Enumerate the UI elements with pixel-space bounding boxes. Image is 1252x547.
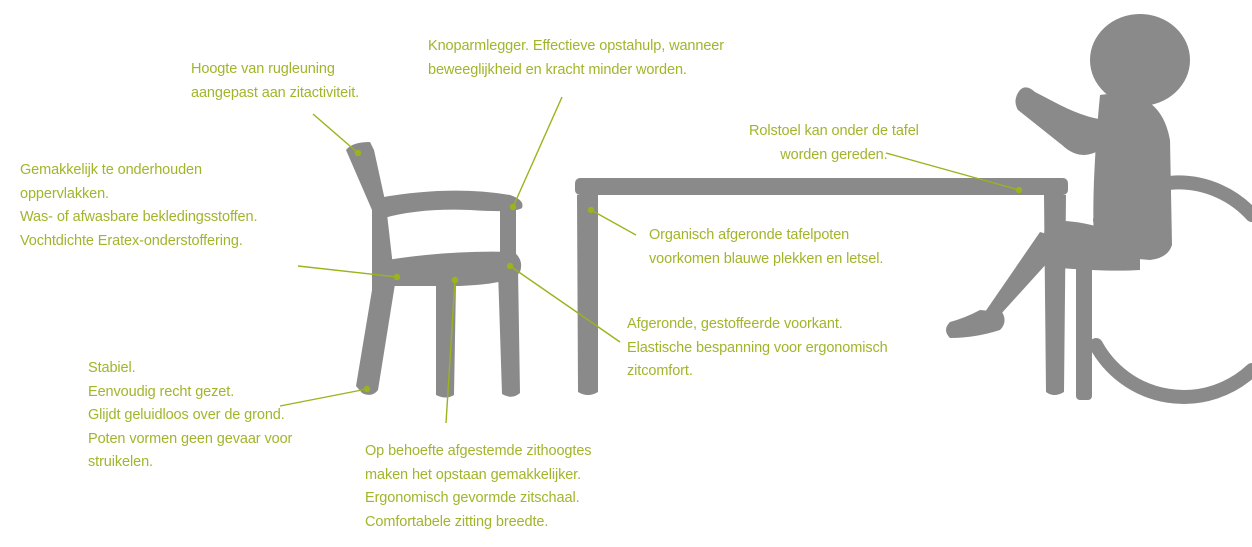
annotation-line: Afgeronde, gestoffeerde voorkant. [627, 316, 843, 332]
leader-front-edge [506, 262, 621, 343]
annotation-armrest: Knoparmlegger. Effectieve opstahulp, wan… [428, 35, 724, 82]
annotation-line: Gemakkelijk te onderhouden [20, 162, 202, 178]
annotation-line: Ergonomisch gevormde zitschaal. [365, 490, 580, 506]
wheelchair-frame [1076, 230, 1092, 400]
person-torso [1093, 93, 1172, 260]
annotation-line: Knoparmlegger. Effectieve opstahulp, wan… [428, 38, 725, 54]
annotation-line: Rolstoel kan onder de tafel [749, 123, 919, 139]
annotation-line: Glijdt geluidloos over de grond. [88, 407, 285, 423]
person-foot [946, 310, 1005, 338]
wheelchair-wheel [1089, 175, 1252, 404]
annotation-legs: Stabiel. Eenvoudig recht gezet. Glijdt g… [88, 357, 292, 475]
annotation-line: maken het opstaan gemakkelijker. [365, 466, 582, 483]
annotation-line: zitcomfort. [627, 363, 693, 379]
annotation-table-legs: Organisch afgeronde tafelpoten voorkomen… [649, 224, 883, 271]
annotation-front-edge: Afgeronde, gestoffeerde voorkant. Elasti… [627, 313, 888, 384]
annotation-seat: Op behoefte afgestemde zithoogtes maken … [365, 440, 592, 534]
annotation-line: Hoogte van rugleuning [191, 61, 335, 77]
chair-middle-leg [436, 282, 456, 398]
annotation-line: Stabiel. [88, 360, 136, 376]
table-top [575, 178, 1068, 195]
annotation-line: Eenvoudig recht gezet. [88, 383, 235, 400]
annotation-line: worden gereden. [780, 146, 888, 163]
annotation-line: oppervlakken. [20, 185, 109, 202]
leader-surfaces [297, 265, 401, 281]
annotation-line: Poten vormen geen gevaar voor [88, 430, 293, 447]
annotation-surfaces: Gemakkelijk te onderhouden oppervlakken.… [20, 159, 258, 253]
annotation-line: Was- of afwasbare bekledingsstoffen. [20, 209, 258, 225]
leader-table-legs [587, 206, 637, 236]
leader-backrest [312, 113, 362, 157]
leader-seat [445, 276, 459, 424]
chair-backrest-rail [378, 190, 523, 218]
chair-seat [385, 251, 522, 286]
annotation-line: Op behoefte afgestemde zithoogtes [365, 443, 592, 459]
table-left-leg [577, 195, 598, 395]
annotation-line: beweeglijkheid en kracht minder worden. [428, 61, 687, 78]
annotation-line: voorkomen blauwe plekken en letsel. [649, 250, 884, 267]
annotation-backrest: Hoogte van rugleuning aangepast aan zita… [191, 58, 359, 105]
annotation-wheelchair: Rolstoel kan onder de tafel worden gered… [749, 120, 919, 167]
annotation-line: Comfortabele zitting breedte. [365, 513, 549, 530]
person-head [1090, 14, 1190, 106]
leader-legs [279, 385, 371, 407]
person-shin [985, 232, 1068, 316]
annotation-line: Organisch afgeronde tafelpoten [649, 227, 850, 243]
leader-armrest [509, 96, 563, 211]
annotation-line: Vochtdichte Eratex-onderstoffering. [20, 232, 243, 249]
annotation-line: struikelen. [88, 454, 153, 470]
annotation-line: Elastische bespanning voor ergonomisch [627, 339, 888, 356]
leader-wheelchair [885, 152, 1023, 194]
annotation-line: aangepast aan zitactiviteit. [191, 84, 360, 101]
chair-front-leg [498, 268, 520, 397]
person-arm [1015, 87, 1110, 155]
